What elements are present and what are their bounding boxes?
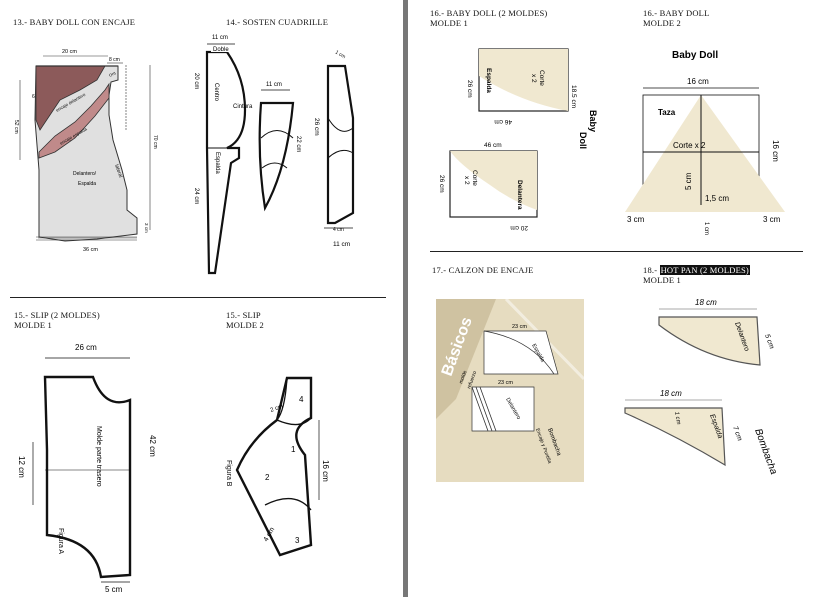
slip2-16cm: 16 cm — [321, 460, 330, 482]
baby-doll-height-52: 52 cm — [13, 120, 19, 134]
strap-width: 11 cm — [333, 241, 350, 248]
bd1-brand-2: Doll — [578, 132, 588, 149]
bd1-brand-1: Baby — [588, 110, 598, 132]
slip1-width: 26 cm — [75, 343, 97, 352]
bd2-3cm-left: 3 cm — [627, 215, 645, 224]
bd2-width: 16 cm — [687, 77, 709, 86]
section-15b-title: 15.- SLIP — [226, 310, 261, 320]
slip2-4cm: 4 cm — [263, 526, 277, 543]
bd1-front-height: 26 cm — [438, 175, 445, 193]
bd1-front-20cm: 20 cm — [510, 224, 528, 231]
bd1-front-x2: x 2 — [463, 176, 470, 185]
hotpan-front-width: 18 cm — [695, 298, 717, 307]
bra-pattern: 11 cm Doble 20 cm Centro Cintura Espalda… — [193, 35, 355, 275]
lace-back-width: 23 cm — [512, 324, 527, 330]
bra-doble: Doble — [213, 47, 229, 53]
bd1-back-label: Espalda — [485, 68, 492, 93]
slip2-piece-4: 4 — [299, 395, 304, 404]
slip2-piece-3: 3 — [295, 536, 300, 545]
bd1-back-x2: x 2 — [530, 74, 537, 83]
bd2-5cm: 5 cm — [684, 172, 693, 190]
baby-doll-lace-pattern: 20 cm 8 cm 6 52 cm 70 cm 36 cm 3 cm enca… — [13, 49, 158, 253]
baby-doll-mold-1: 26 cm Espalda Corte x 2 18.5 cm 46 cm Ba… — [438, 48, 598, 231]
bra-width-11: 11 cm — [212, 35, 228, 41]
baby-doll-mold-2: Baby Doll 16 cm Taza Corte x 2 16 cm 5 c… — [625, 50, 785, 235]
strap-height: 26 cm — [313, 118, 320, 136]
bra-espalda: Espalda — [214, 152, 220, 174]
bd2-1cm: 1 cm — [703, 222, 709, 235]
slip1-mold-label: Molde parte trasero — [95, 426, 102, 487]
bd2-15cm: 1,5 cm — [705, 194, 729, 203]
bd1-back-cut: Corte — [538, 70, 545, 86]
bd2-height: 16 cm — [771, 140, 780, 162]
lace-mold-label: molde — [458, 370, 468, 385]
section-17-title: 17.- CALZON DE ENCAJE — [432, 265, 534, 275]
section-18-highlight: HOT PAN (2 MOLDES) — [659, 265, 750, 275]
bra-centro: Centro — [213, 83, 219, 102]
slip2-piece-2: 2 — [265, 473, 270, 482]
baby-doll-3cm: 3 cm — [144, 223, 149, 233]
slip1-12cm: 12 cm — [17, 456, 26, 478]
cup-height: 22 cm — [295, 136, 301, 152]
strap-label: Orq — [108, 70, 116, 78]
slip2-piece-1: 1 — [291, 445, 296, 454]
section-15b-subtitle: MOLDE 2 — [226, 320, 264, 330]
bd1-front-cut: Corte — [471, 170, 478, 186]
bd2-cup-label: Taza — [658, 108, 676, 117]
slip1-5cm: 5 cm — [105, 585, 123, 594]
front-label: Delantero/ — [73, 171, 97, 177]
bd2-cut-label: Corte x 2 — [673, 141, 706, 150]
divider-right — [430, 251, 803, 252]
bd1-back-185: 18.5 cm — [570, 85, 577, 108]
lace-front-width: 23 cm — [498, 380, 513, 386]
section-18-title: 18.- HOT PAN (2 MOLDES) — [643, 265, 750, 275]
slip1-figure-label: Figura A — [57, 528, 64, 554]
strap-4cm: 4 cm — [333, 227, 344, 233]
section-16b-subtitle: MOLDE 2 — [643, 18, 681, 28]
lace-reinforce-label: refuerzo — [466, 370, 478, 389]
hotpan-back-width: 18 cm — [660, 389, 682, 398]
baby-doll-height-70: 70 cm — [152, 135, 158, 149]
bd1-back-width: 46 cm — [494, 118, 512, 125]
section-15a-title: 15.- SLIP (2 MOLDES) — [14, 310, 100, 320]
section-13-title: 13.- BABY DOLL CON ENCAJE — [13, 17, 136, 27]
section-14-title: 14.- SOSTEN CUADRILLE — [226, 17, 329, 27]
section-16a-subtitle: MOLDE 1 — [430, 18, 468, 28]
baby-doll-width-strap: 8 cm — [109, 57, 120, 63]
baby-doll-width-bottom: 36 cm — [83, 247, 98, 253]
slip2-figure-label: Figura B — [225, 460, 232, 487]
hot-pan-pattern: 18 cm Delantero 5 cm 18 cm 1 cm Espalda … — [624, 298, 779, 476]
bra-height-24: 24 cm — [193, 188, 199, 204]
bd1-back-height: 26 cm — [466, 80, 473, 98]
hotpan-back-7cm: 7 cm — [731, 425, 743, 442]
lateral-label: lateral — [113, 164, 123, 179]
baby-doll-width-top: 20 cm — [62, 49, 77, 55]
slip1-height: 42 cm — [148, 435, 157, 457]
hotpan-back-1cm: 1 cm — [673, 411, 681, 425]
hotpan-front-5cm: 5 cm — [763, 333, 775, 350]
hotpan-bombacha: Bombacha — [752, 427, 779, 476]
bra-height-20: 20 cm — [193, 73, 199, 89]
lace-panty-pattern: Básicos 23 cm Espalda 23 cm Delantero mo… — [436, 299, 584, 482]
strap-1cm: 1 cm — [334, 50, 346, 61]
baby-doll-6: 6 — [32, 94, 35, 100]
section-16b-title: 16.- BABY DOLL — [643, 8, 710, 18]
center-divider — [403, 0, 408, 597]
bd2-brand: Baby Doll — [672, 50, 718, 61]
section-18-subtitle: MOLDE 1 — [643, 275, 681, 285]
bd2-3cm-right: 3 cm — [763, 215, 781, 224]
cup-width: 11 cm — [266, 82, 282, 88]
section-16a-title: 16.- BABY DOLL (2 MOLDES) — [430, 8, 548, 18]
bd1-front-label: Delantera — [516, 180, 523, 210]
bra-cintura: Cintura — [233, 104, 253, 110]
slip-mold-1: 26 cm 42 cm 12 cm Molde parte trasero Fi… — [17, 343, 157, 594]
back-label: Espalda — [78, 181, 96, 187]
bd1-front-width: 46 cm — [484, 142, 502, 149]
section-15a-subtitle: MOLDE 1 — [14, 320, 52, 330]
slip2-2cm: 2 cm — [270, 404, 284, 414]
divider-left — [10, 297, 386, 298]
section-18-prefix: 18.- — [643, 265, 660, 275]
slip-mold-2: 4 2 cm 1 2 16 cm 3 4 cm Figura B — [225, 376, 330, 557]
